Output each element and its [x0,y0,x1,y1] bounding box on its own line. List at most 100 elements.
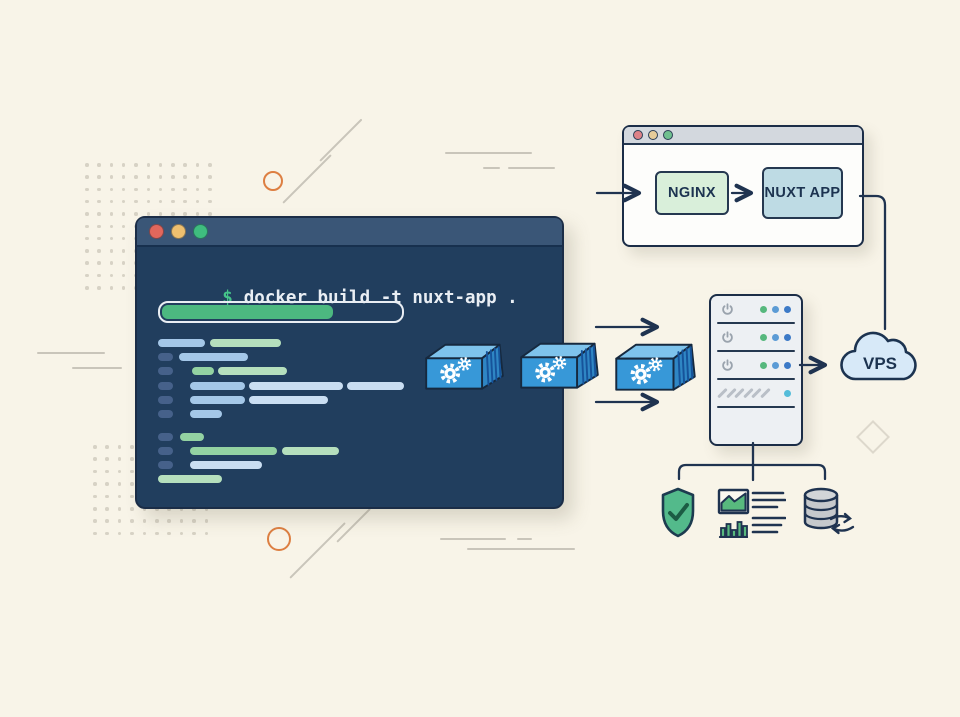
dot-grid-dot [85,261,89,265]
dot-grid-dot [97,175,101,179]
status-led-icon [784,305,791,313]
docker-container-icon [425,343,504,390]
status-led-icon [784,333,791,341]
browser-window: NGINX NUXT APP [622,125,864,247]
dot-grid-dot [142,519,147,523]
power-icon [722,302,733,315]
docker-build-command: docker build -t nuxt-app . [243,288,518,308]
monitoring-logs-icon [717,488,786,538]
dot-grid-dot [117,531,122,536]
dot-grid-dot [183,199,187,204]
dot-grid-dot [183,163,187,167]
dot-grid-dot [167,519,171,523]
decorative-line [467,548,575,550]
circle-decoration [263,171,283,191]
dot-grid-dot [109,212,114,216]
decorative-line [72,367,122,369]
nuxt-app-node: NUXT APP [762,167,843,219]
dot-grid-dot [134,212,138,216]
dot-grid-dot [105,519,109,523]
dot-grid-dot [93,445,97,449]
dot-grid-dot [109,236,114,241]
dot-grid-dot [109,199,114,204]
dot-grid-dot [130,482,134,486]
dot-grid-dot [130,445,134,449]
dot-grid-dot [208,212,212,216]
server-rack-rows [711,296,801,442]
terminal-output-pill [190,410,222,418]
dot-grid-dot [93,519,97,523]
terminal-output-pill [179,353,248,361]
dot-grid-dot [97,236,101,241]
browser-titlebar [624,127,862,145]
dot-grid-dot [121,224,126,228]
dot-grid-dot [97,273,101,278]
terminal-output-pill [158,410,173,418]
dot-grid-dot [204,531,209,536]
dot-grid-dot [183,212,187,216]
terminal-output-pill [180,433,204,441]
dot-grid-dot [109,249,114,253]
dot-grid-dot [109,286,114,290]
status-led-icon [784,361,791,369]
dot-grid-dot [208,175,212,179]
decorative-line [445,152,532,154]
dot-grid-dot [155,531,159,536]
status-led-icon [760,333,767,341]
dot-grid-dot [179,531,184,536]
status-led-icon [784,389,791,397]
dot-grid-dot [192,531,196,536]
terminal-titlebar [137,218,562,247]
dot-grid-dot [97,286,101,290]
dot-grid-dot [146,212,150,216]
close-button-icon [149,224,164,239]
terminal-output-pill [249,396,328,404]
dot-grid-dot [158,187,163,192]
dot-grid-dot [109,261,114,265]
terminal-output-pill [158,382,173,390]
terminal-output-pill [158,396,173,404]
dot-grid-dot [121,261,126,265]
terminal-output-pill [190,461,262,469]
nginx-label: NGINX [668,184,716,201]
dot-grid-dot [146,199,150,204]
dot-grid-dot [167,531,171,536]
status-led-group [760,305,791,313]
minimize-button-icon [171,224,186,239]
log-lines-icon [751,491,786,534]
decorative-line [282,154,332,204]
server-unit-row [711,352,801,378]
dot-grid-dot [179,519,184,523]
dot-grid-dot [93,531,97,536]
dot-grid-dot [130,469,134,474]
docker-container-icon [615,343,696,391]
server-unit-row [711,296,801,322]
dot-grid-dot [195,175,200,179]
terminal-output-pill [282,447,339,455]
dot-grid-dot [85,175,89,179]
minimize-button-icon [648,130,658,140]
docker-container-icon [520,342,599,389]
terminal-output-pill [158,447,173,455]
dot-grid-dot [171,199,175,204]
dot-grid-dot [183,175,187,179]
shell-prompt: $ [222,288,233,308]
dot-grid-dot [146,175,150,179]
nginx-node: NGINX [655,171,729,215]
dot-grid-dot [208,199,212,204]
build-progress-bar [158,301,404,323]
decorative-line [483,167,500,169]
dot-grid-dot [121,212,126,216]
dot-grid-dot [97,199,101,204]
dot-grid-dot [134,163,138,167]
dot-grid-dot [158,212,163,216]
dot-grid-dot [171,187,175,192]
sync-arrows-icon [829,512,855,535]
dot-grid-dot [85,199,89,204]
terminal-output-pill [249,382,343,390]
decorative-line [289,522,346,579]
server-row-divider [717,350,795,352]
dot-grid-dot [93,457,97,461]
dot-grid-dot [85,249,89,253]
dot-grid-dot [97,187,101,192]
